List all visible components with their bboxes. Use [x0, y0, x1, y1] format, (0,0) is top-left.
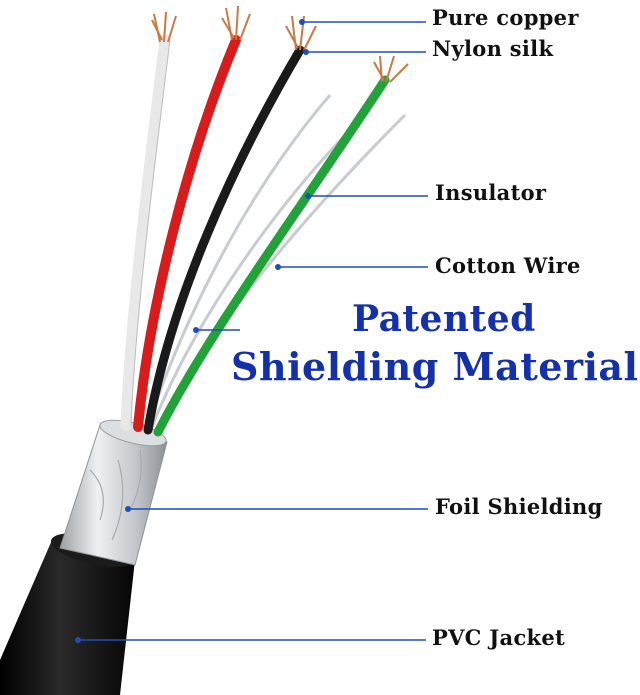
nylon-silk-label: Nylon silk: [432, 36, 554, 61]
leader-lines: [78, 21, 428, 641]
headline-line-2: Shielding Material: [231, 344, 639, 389]
white-wire: [120, 34, 171, 431]
black-wire: [143, 45, 305, 435]
green-wire: [153, 75, 390, 437]
red-wire: [133, 35, 241, 432]
white-wire-outline: [130, 39, 171, 426]
foil-shielding: [59, 419, 168, 566]
copper-strands: [151, 5, 409, 83]
leader-dots: [75, 19, 311, 643]
headline-line-1: Patented: [352, 298, 536, 340]
pvc-jacket-label: PVC Jacket: [432, 625, 566, 650]
foil-shielding-label: Foil Shielding: [435, 494, 603, 519]
insulator-label: Insulator: [435, 180, 547, 205]
pure-copper-label: Pure copper: [432, 5, 579, 30]
cotton-wire-label: Cotton Wire: [435, 253, 581, 278]
insulated-wires: [120, 34, 390, 437]
